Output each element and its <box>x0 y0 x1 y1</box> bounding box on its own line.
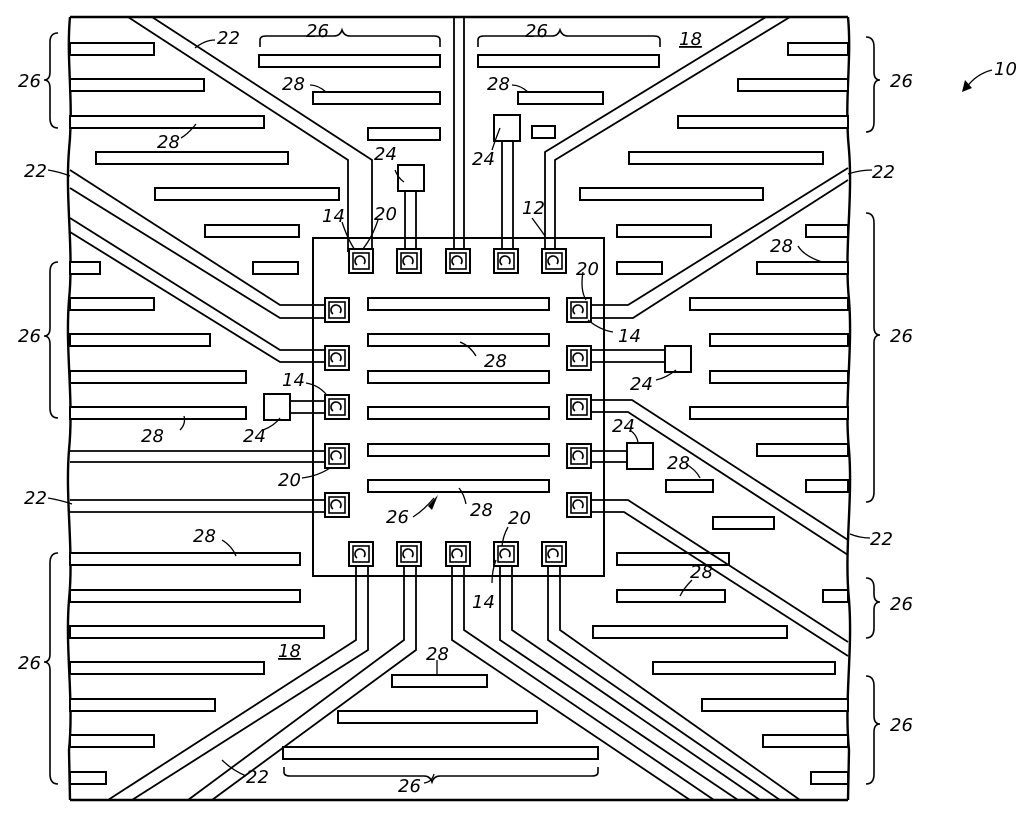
label-figure-number: 10 <box>994 59 1017 80</box>
label-region: 26 <box>525 21 548 42</box>
label-pad: 14 <box>282 370 305 391</box>
probe-pads <box>263 114 692 470</box>
label-region: 26 <box>890 715 913 736</box>
label-pad: 14 <box>618 326 641 347</box>
leader-lines <box>47 39 993 784</box>
substrate-outline <box>66 15 852 802</box>
label-pad: 14 <box>322 206 345 227</box>
label-dummy-fill: 28 <box>770 236 793 257</box>
label-trace: 22 <box>217 28 240 49</box>
label-region: 26 <box>890 71 913 92</box>
label-dummy-fill: 28 <box>470 500 493 521</box>
label-probe-pad: 24 <box>374 144 397 165</box>
label-probe-pad: 24 <box>630 374 653 395</box>
label-probe-pad: 24 <box>243 426 266 447</box>
reference-labels: 10 22 26 26 18 26 26 28 28 28 24 24 22 2… <box>18 21 1017 797</box>
label-dummy-fill: 28 <box>426 644 449 665</box>
label-trace: 22 <box>872 162 895 183</box>
label-region: 26 <box>890 594 913 615</box>
die-outline <box>312 237 605 577</box>
label-via: 20 <box>278 470 301 491</box>
routing-traces <box>69 16 849 801</box>
label-via: 20 <box>374 204 397 225</box>
label-region: 26 <box>890 326 913 347</box>
label-dummy-fill: 28 <box>667 453 690 474</box>
label-region: 26 <box>386 507 409 528</box>
label-trace: 22 <box>870 529 893 550</box>
label-trace: 22 <box>246 767 269 788</box>
label-trace: 22 <box>24 161 47 182</box>
label-dummy-fill: 28 <box>690 562 713 583</box>
label-region: 26 <box>18 71 41 92</box>
label-substrate: 18 <box>679 29 702 50</box>
fill-bars <box>69 42 849 785</box>
label-die: 12 <box>522 198 545 219</box>
region-braces <box>43 27 881 785</box>
label-pad: 14 <box>472 592 495 613</box>
label-region: 26 <box>398 776 421 797</box>
label-probe-pad: 24 <box>472 149 495 170</box>
label-region: 26 <box>18 326 41 347</box>
label-via: 20 <box>508 508 531 529</box>
label-dummy-fill: 28 <box>141 426 164 447</box>
label-dummy-fill: 28 <box>282 74 305 95</box>
bond-pads <box>324 248 592 567</box>
label-trace: 22 <box>24 488 47 509</box>
label-dummy-fill: 28 <box>484 351 507 372</box>
label-probe-pad: 24 <box>612 416 635 437</box>
label-substrate: 18 <box>278 641 301 662</box>
label-region: 26 <box>18 653 41 674</box>
label-dummy-fill: 28 <box>157 132 180 153</box>
label-dummy-fill: 28 <box>487 74 510 95</box>
probe-pad-stubs <box>288 140 665 463</box>
label-region: 26 <box>306 21 329 42</box>
label-dummy-fill: 28 <box>193 526 216 547</box>
label-via: 20 <box>576 259 599 280</box>
